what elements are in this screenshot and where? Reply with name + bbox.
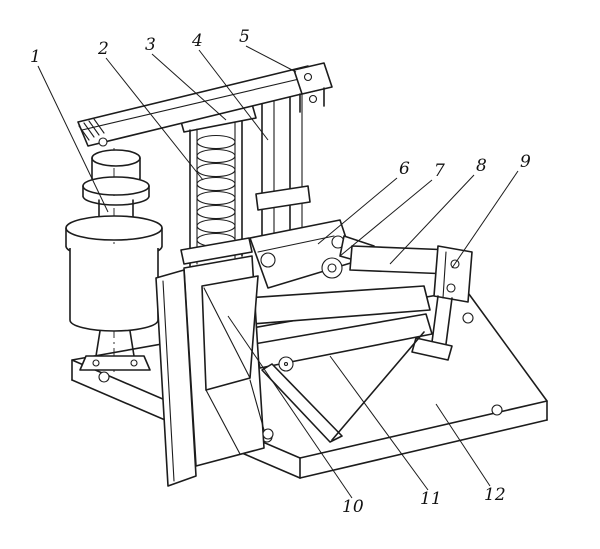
right-arm <box>349 245 473 361</box>
bolt-hole <box>462 312 474 324</box>
pad-front-plate <box>155 269 197 487</box>
callout-9: 9 <box>451 152 531 269</box>
callout-4-label: 4 <box>191 31 203 51</box>
callout-7: 7 <box>339 161 445 257</box>
brake-pad-assembly <box>155 255 274 487</box>
callout-3-label: 3 <box>145 35 156 55</box>
bolt-hole <box>491 404 503 416</box>
callout-11-label: 11 <box>420 489 442 509</box>
spring-bottom-plate <box>180 237 253 265</box>
callout-3: 3 <box>145 35 227 121</box>
bracket-pin <box>446 283 456 293</box>
coil-spring <box>196 134 236 248</box>
pad-wedge <box>201 275 259 391</box>
electromagnet <box>65 148 163 372</box>
callout-2: 2 <box>97 39 204 181</box>
callout-12-label: 12 <box>484 485 506 505</box>
callout-11: 11 <box>329 355 442 509</box>
spring-column <box>179 103 257 279</box>
callout-9-label: 9 <box>520 152 531 172</box>
callouts: 1 2 3 4 5 6 7 <box>30 27 531 517</box>
callout-5-label: 5 <box>239 27 250 47</box>
vertical-link <box>411 295 453 361</box>
magnet-body-flange <box>65 215 163 241</box>
callout-2-label: 2 <box>97 39 109 59</box>
callout-8: 8 <box>389 156 487 265</box>
bolt-hole <box>98 371 110 383</box>
callout-1-label: 1 <box>30 47 41 67</box>
link-foot <box>411 337 453 361</box>
right-end-bracket <box>433 245 473 303</box>
vertical-guide-frame <box>255 93 311 239</box>
lever-pivot <box>98 137 108 147</box>
top-lever-arm <box>77 62 333 147</box>
guide-block <box>255 185 311 211</box>
callout-7-label: 7 <box>434 161 445 181</box>
bracket-bolt <box>308 94 318 104</box>
lever-right-bracket <box>293 62 333 113</box>
magnet-mount <box>79 330 151 371</box>
callout-6-label: 6 <box>399 159 410 179</box>
callout-8-label: 8 <box>476 156 487 176</box>
magnet-body <box>69 248 159 332</box>
callout-6: 6 <box>317 159 410 245</box>
lever-end-hatching <box>78 118 105 141</box>
callout-12: 12 <box>435 403 506 505</box>
diagonal-strut <box>261 363 343 443</box>
callout-5: 5 <box>239 27 297 73</box>
callout-4: 4 <box>191 31 269 141</box>
callout-1: 1 <box>30 47 109 213</box>
pivot-pin <box>260 252 276 268</box>
callout-10: 10 <box>227 315 364 517</box>
lower-lever-arms <box>245 285 433 443</box>
bracket-bolt <box>303 72 313 82</box>
pad-pivot <box>262 428 274 440</box>
callout-10-label: 10 <box>342 497 364 517</box>
